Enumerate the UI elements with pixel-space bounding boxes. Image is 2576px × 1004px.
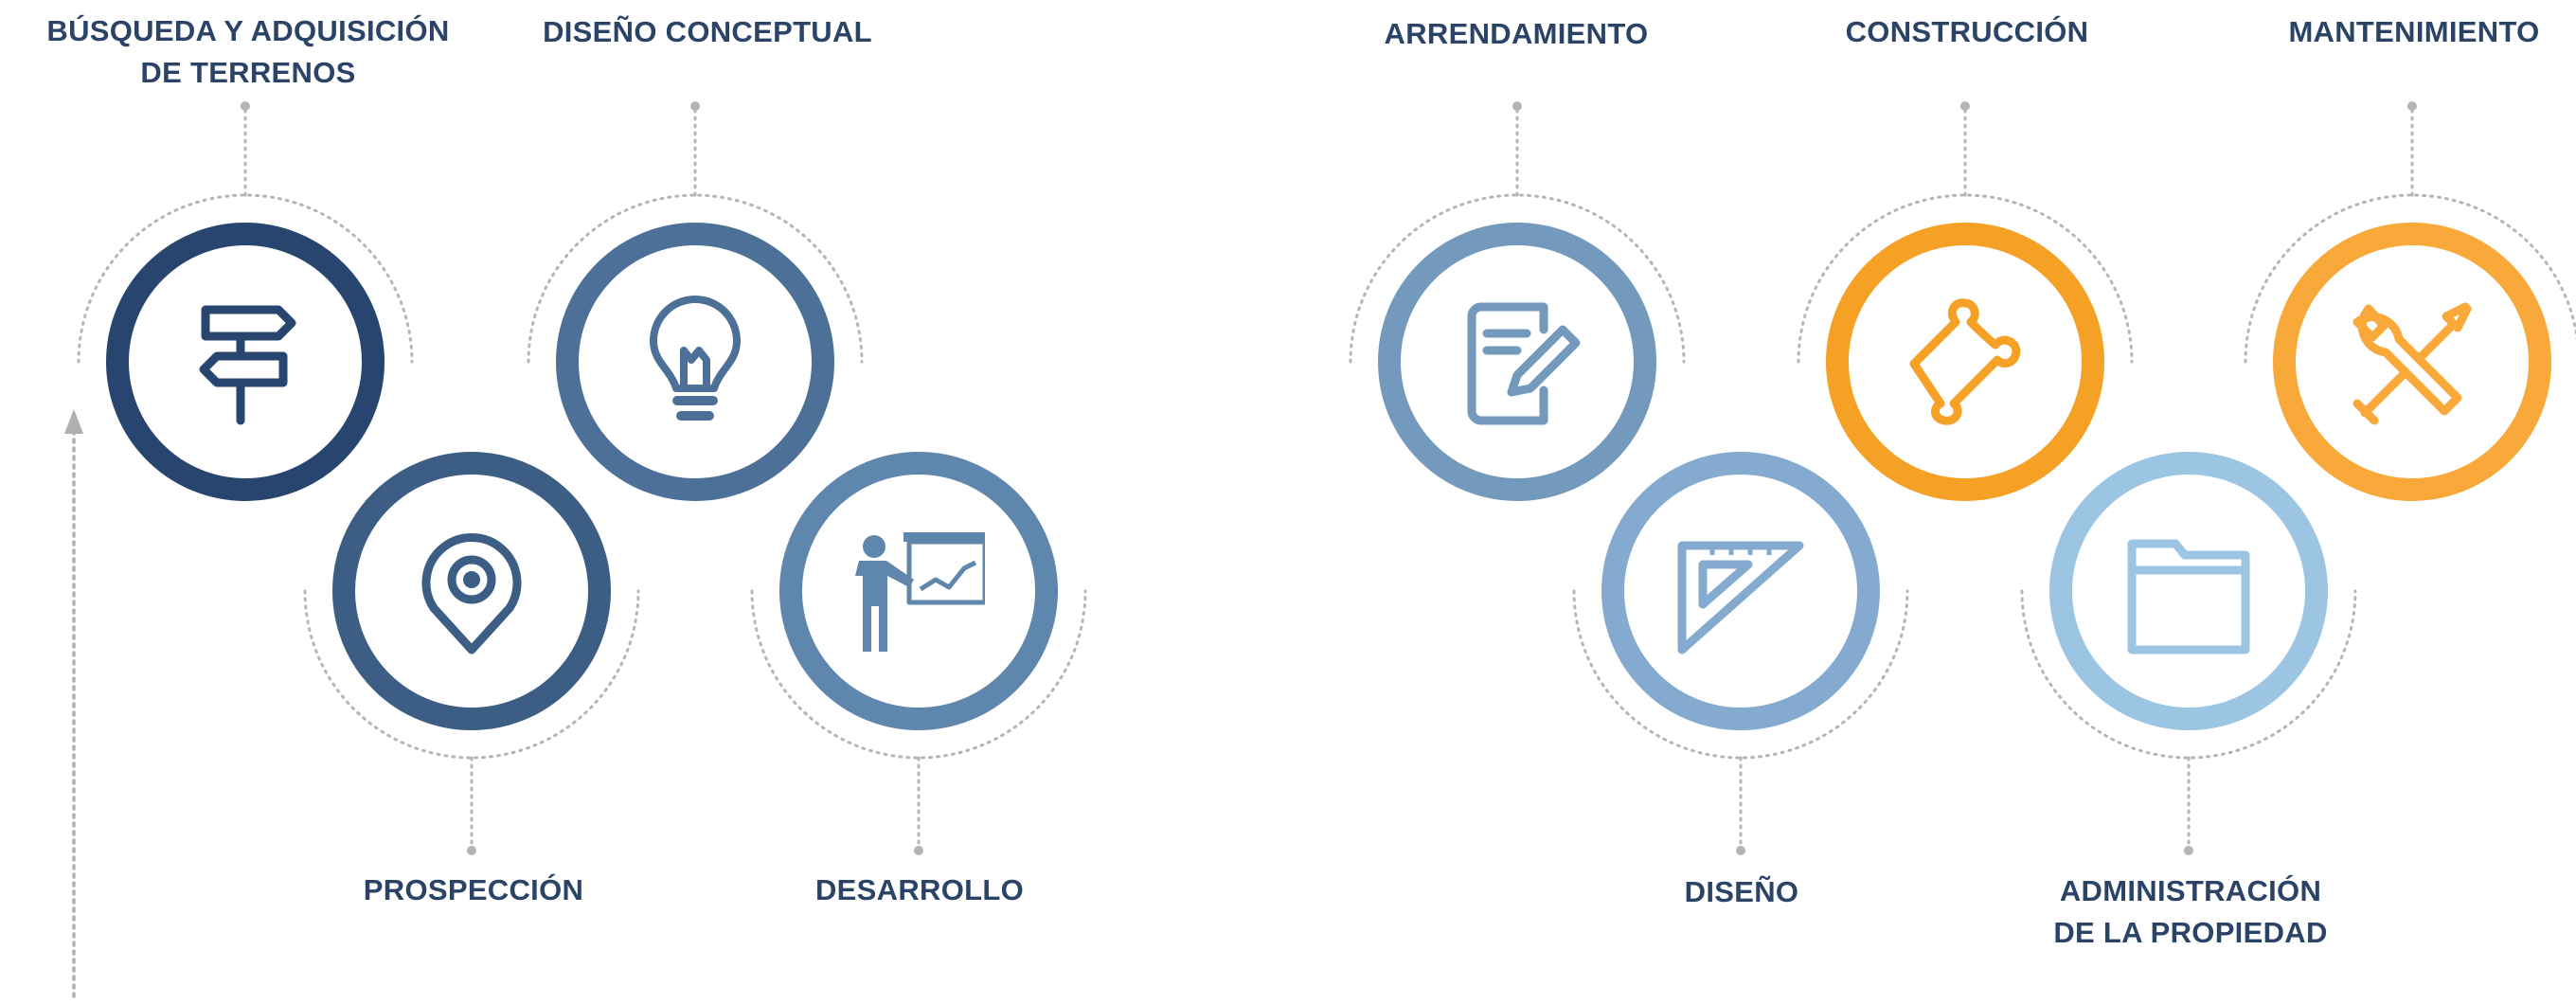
step-label-administracion: ADMINISTRACIÓN DE LA PROPIEDAD [1906, 870, 2475, 954]
step-node-diseno [1572, 452, 1909, 855]
step-ring [556, 223, 834, 501]
step-label-line: DESARROLLO [815, 873, 1024, 906]
step-ring [1826, 223, 2104, 501]
step-node-arrendamiento [1349, 101, 1686, 501]
step-label-line: PROSPECCIÓN [363, 873, 584, 906]
timeline-start-arrow [64, 409, 83, 998]
connector-dot [1736, 846, 1745, 855]
step-label-line: ARRENDAMIENTO [1384, 17, 1649, 50]
step-label-line: MANTENIMIENTO [2288, 15, 2540, 48]
step-label-arrendamiento: ARRENDAMIENTO [1232, 13, 1800, 55]
step-label-line: ADMINISTRACIÓN [2059, 874, 2322, 907]
connector-dot [241, 101, 250, 111]
step-ring [332, 452, 611, 730]
step-label-line: CONSTRUCCIÓN [1845, 15, 2089, 48]
connector-dot [1512, 101, 1522, 111]
connector-dot [2407, 101, 2417, 111]
connector-dot [690, 101, 700, 111]
step-label-line: DE TERRENOS [140, 56, 356, 89]
step-ring [2273, 223, 2551, 501]
step-label-line: DISEÑO CONCEPTUAL [543, 15, 872, 48]
step-node-construccion [1797, 101, 2134, 501]
step-node-busqueda [77, 101, 414, 501]
step-label-line: BÚSQUEDA Y ADQUISICIÓN [46, 14, 450, 47]
connector-dot [914, 846, 923, 855]
step-label-prospeccion: PROSPECCIÓN [189, 870, 758, 911]
connector-dot [1960, 101, 1970, 111]
step-label-construccion: CONSTRUCCIÓN [1683, 11, 2251, 53]
step-ring [1378, 223, 1656, 501]
step-label-line: DE LA PROPIEDAD [2053, 916, 2328, 949]
step-ring [106, 223, 385, 501]
step-ring [779, 452, 1058, 730]
step-label-busqueda: BÚSQUEDA Y ADQUISICIÓN DE TERRENOS [0, 10, 532, 94]
step-ring [1601, 452, 1880, 730]
step-label-desarrollo: DESARROLLO [635, 870, 1204, 911]
step-label-mantenimiento: MANTENIMIENTO [2130, 11, 2576, 53]
step-node-mantenimiento [2244, 101, 2576, 501]
step-node-diseno-conceptual [527, 101, 864, 501]
step-label-diseno: DISEÑO [1458, 871, 2026, 913]
step-node-prospeccion [303, 452, 640, 855]
step-label-diseno-conceptual: DISEÑO CONCEPTUAL [423, 11, 992, 53]
step-node-desarrollo [750, 452, 1087, 855]
step-ring [2049, 452, 2328, 730]
step-label-line: DISEÑO [1684, 875, 1799, 908]
connector-dot [2184, 846, 2193, 855]
connector-dot [467, 846, 476, 855]
step-node-administracion [2020, 452, 2357, 855]
